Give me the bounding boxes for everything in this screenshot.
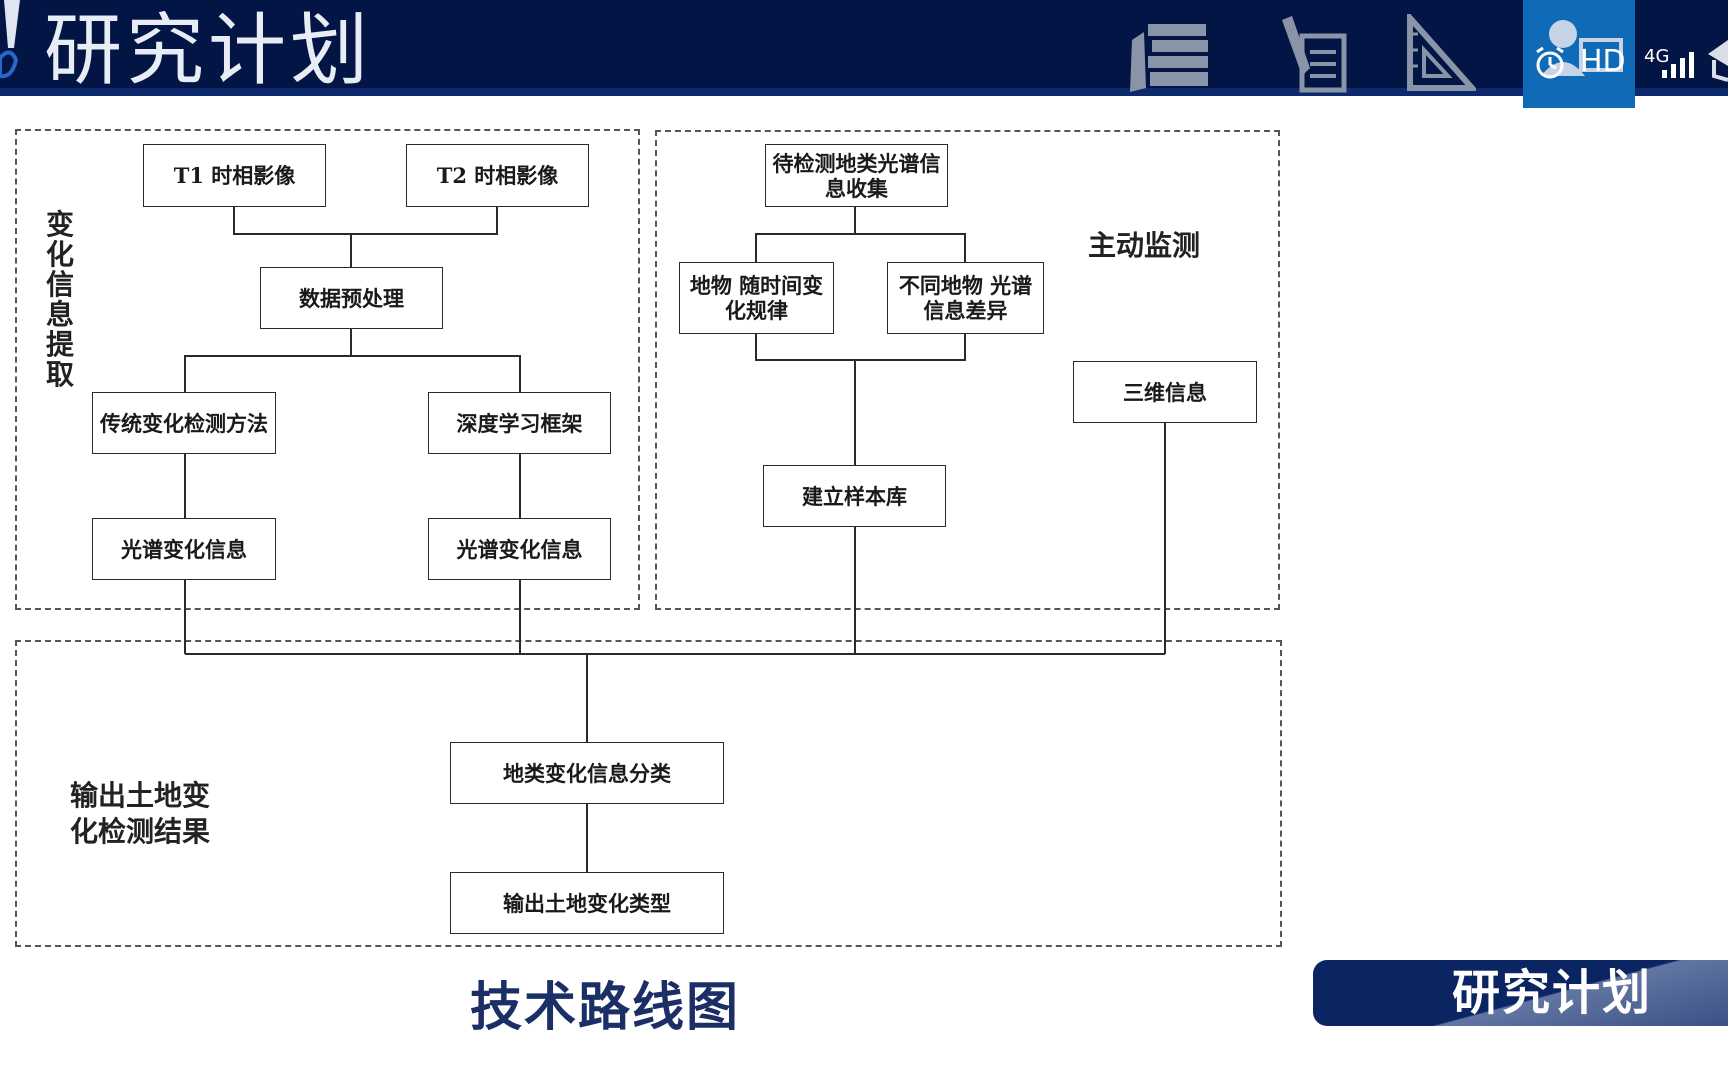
ruler-triangle-icon[interactable] (1406, 14, 1476, 94)
pen-logo-icon (0, 0, 20, 79)
node-3d-info: 三维信息 (1073, 361, 1257, 423)
node-collect-spectral: 待检测地类光谱信 息收集 (765, 144, 948, 207)
node-t1-image: T1 时相影像 (143, 144, 326, 207)
hd-indicator: HD (1580, 44, 1626, 79)
node-t2-image: T2 时相影像 (406, 144, 589, 207)
notepad-pencil-icon[interactable] (1280, 14, 1348, 94)
region-active-monitoring (655, 130, 1280, 610)
tab-research-plan-active[interactable] (1523, 0, 1635, 108)
label-change-extraction: 变化信息提取 (45, 208, 74, 391)
diagram-caption: 技术路线图 (470, 977, 741, 1038)
graduation-cap-icon (1708, 40, 1728, 82)
node-temporal-pattern: 地物 随时间变 化规律 (679, 262, 834, 334)
label-output: 输出土地变 化检测结果 (70, 779, 211, 848)
bottom-banner-gloss (1313, 960, 1728, 1026)
header-stripe (0, 88, 1728, 96)
node-traditional-method: 传统变化检测方法 (92, 392, 276, 454)
region-output (15, 640, 1282, 947)
node-preprocess: 数据预处理 (260, 267, 443, 329)
node-sample-library: 建立样本库 (763, 465, 946, 527)
node-spectral-difference: 不同地物 光谱 信息差异 (887, 262, 1044, 334)
label-active-monitoring: 主动监测 (1088, 229, 1201, 262)
node-output-type: 输出土地变化类型 (450, 872, 724, 934)
alarm-icon (1536, 46, 1564, 79)
signal-icon (1662, 52, 1694, 78)
network-type: 4G (1644, 46, 1670, 67)
bottom-banner-title: 研究计划 (1452, 965, 1653, 1021)
header-title: 研究计划 (44, 6, 373, 96)
node-deep-learning: 深度学习框架 (428, 392, 611, 454)
region-change-extraction (15, 129, 640, 610)
node-classification: 地类变化信息分类 (450, 742, 724, 804)
node-spectral-left: 光谱变化信息 (92, 518, 276, 580)
node-spectral-right: 光谱变化信息 (428, 518, 611, 580)
books-icon[interactable] (1124, 14, 1218, 94)
